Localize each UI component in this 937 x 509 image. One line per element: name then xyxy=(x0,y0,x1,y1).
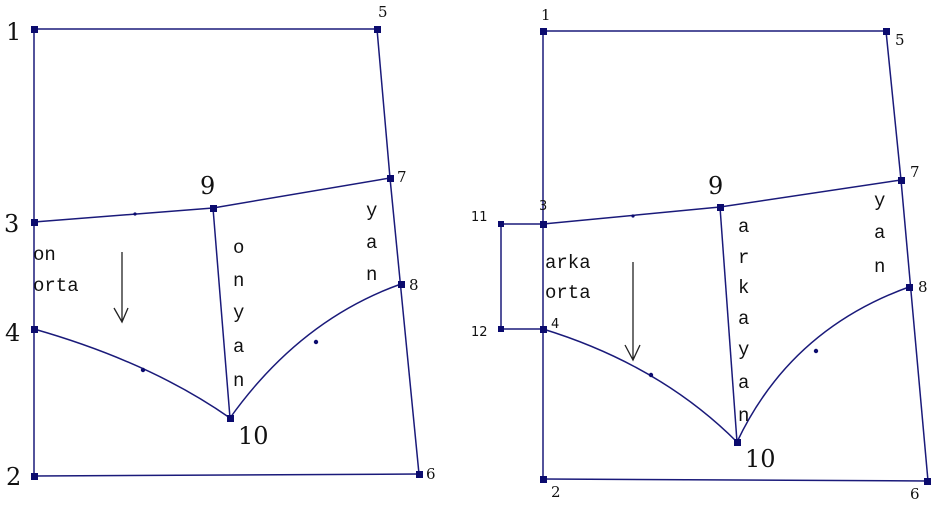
front-tick-leg xyxy=(313,339,319,345)
back-side-text-5: y xyxy=(738,339,749,361)
back-yan-text-2: a xyxy=(874,222,885,244)
back-side-text-1: a xyxy=(738,216,749,238)
front-label-4: 4 xyxy=(5,319,20,347)
back-leg-curve xyxy=(736,286,910,443)
front-point-7 xyxy=(387,175,394,182)
front-side-edge-upper xyxy=(376,28,391,179)
front-leg-curve xyxy=(229,283,402,419)
back-yan-text-1: y xyxy=(874,190,885,212)
front-point-3 xyxy=(31,219,38,226)
back-side-text-2: r xyxy=(738,247,749,269)
back-point-6 xyxy=(924,478,931,485)
back-point-9 xyxy=(717,204,724,211)
back-label-7: 7 xyxy=(910,163,920,181)
front-bottom-edge xyxy=(33,473,420,477)
back-side-edge-lower xyxy=(900,179,929,482)
front-point-4 xyxy=(31,326,38,333)
back-point-4 xyxy=(540,326,547,333)
front-label-7: 7 xyxy=(397,168,407,186)
back-hip-line-right xyxy=(719,179,902,208)
back-yan-text-3: n xyxy=(874,256,885,278)
front-point-8 xyxy=(398,281,405,288)
front-side-text-1: o xyxy=(233,237,244,259)
front-hip-line-left xyxy=(33,207,214,223)
back-center-text-line-1: arka xyxy=(545,252,591,274)
front-label-8: 8 xyxy=(409,276,419,294)
back-label-9: 9 xyxy=(708,172,723,200)
back-label-2: 2 xyxy=(551,483,561,501)
back-tick-hip xyxy=(631,214,635,218)
back-point-8 xyxy=(906,284,913,291)
front-center-text-line-1: on xyxy=(33,244,56,266)
back-point-5 xyxy=(883,28,890,35)
front-side-text-4: a xyxy=(233,336,244,358)
back-point-7 xyxy=(898,177,905,184)
back-label-4: 4 xyxy=(551,317,559,332)
back-side-text-7: n xyxy=(738,405,749,427)
front-label-3: 3 xyxy=(4,210,19,238)
front-label-9: 9 xyxy=(200,172,215,200)
front-side-seam xyxy=(212,207,231,419)
back-label-6: 6 xyxy=(910,485,920,503)
back-label-11: 11 xyxy=(471,210,488,225)
front-side-text-3: y xyxy=(233,302,244,324)
front-pattern: 1 5 3 9 7 8 4 10 2 6 on orta o n y a n y… xyxy=(4,3,436,491)
back-tick-leg xyxy=(813,348,819,354)
back-point-1 xyxy=(540,28,547,35)
front-point-10 xyxy=(227,415,234,422)
front-grain-arrow xyxy=(113,252,129,324)
front-label-6: 6 xyxy=(426,465,436,483)
front-crotch-curve xyxy=(33,328,231,419)
front-yan-text-2: a xyxy=(366,232,377,254)
back-label-1: 1 xyxy=(541,6,551,24)
back-label-5: 5 xyxy=(895,31,905,49)
back-side-text-4: a xyxy=(738,308,749,330)
front-label-5: 5 xyxy=(378,3,388,21)
front-side-text-2: n xyxy=(233,270,244,292)
front-side-edge-lower xyxy=(389,177,420,475)
front-side-text-5: n xyxy=(233,370,244,392)
back-point-10 xyxy=(734,439,741,446)
back-tick-crotch xyxy=(648,372,654,378)
front-label-2: 2 xyxy=(6,463,21,491)
front-yan-text-1: y xyxy=(366,200,377,222)
back-side-seam xyxy=(719,206,738,443)
front-hip-line-right xyxy=(212,177,391,209)
back-pattern: 1 5 3 9 7 8 4 10 2 6 11 12 arka orta a r… xyxy=(471,6,931,503)
back-label-8: 8 xyxy=(918,278,928,296)
back-side-text-6: a xyxy=(738,372,749,394)
back-center-text-line-2: orta xyxy=(545,282,591,304)
front-point-6 xyxy=(416,471,423,478)
back-label-3: 3 xyxy=(539,199,547,214)
back-label-12: 12 xyxy=(471,325,488,340)
front-point-9 xyxy=(210,205,217,212)
front-point-5 xyxy=(374,26,381,33)
back-point-12 xyxy=(498,326,504,332)
back-grain-arrow xyxy=(624,262,641,362)
front-label-10: 10 xyxy=(238,422,269,450)
back-point-11 xyxy=(498,221,504,227)
back-bottom-edge xyxy=(542,478,929,482)
front-yan-text-3: n xyxy=(366,264,377,286)
back-point-2 xyxy=(540,476,547,483)
front-center-text-line-2: orta xyxy=(33,275,79,297)
front-label-1: 1 xyxy=(6,18,21,46)
front-point-1 xyxy=(31,26,38,33)
back-side-edge-upper xyxy=(885,30,902,181)
front-tick-crotch xyxy=(140,367,146,373)
back-side-text-3: k xyxy=(738,277,749,299)
front-point-2 xyxy=(31,473,38,480)
front-tick-hip xyxy=(133,212,137,216)
back-label-10: 10 xyxy=(745,445,776,473)
back-point-3 xyxy=(540,221,547,228)
